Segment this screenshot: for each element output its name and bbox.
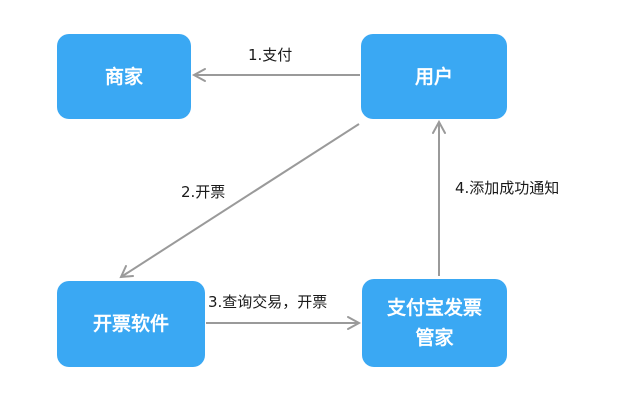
node-alipay-invoice-manager: 支付宝发票 管家	[362, 279, 507, 367]
edge-label-query: 3.查询交易，开票	[208, 293, 328, 311]
node-user-label: 用户	[414, 65, 453, 88]
node-invoicing-software-label: 开票软件	[92, 313, 169, 335]
arrowhead-icon	[119, 265, 134, 279]
node-user: 用户	[361, 34, 507, 119]
node-merchant: 商家	[57, 34, 191, 119]
node-invoicing-software: 开票软件	[57, 281, 205, 367]
arrowhead-icon	[191, 68, 206, 82]
edge-notify	[432, 119, 446, 276]
arrowhead-icon	[432, 119, 446, 134]
edge-pay	[191, 68, 360, 82]
arrowhead-icon	[347, 316, 362, 330]
edge-query	[206, 316, 362, 330]
edge-label-invoice: 2.开票	[181, 183, 226, 201]
node-alipay-label-line2: 管家	[415, 327, 454, 349]
edge-label-notify: 4.添加成功通知	[455, 179, 560, 197]
node-merchant-label: 商家	[104, 65, 143, 88]
edge-invoice	[119, 123, 360, 279]
edge-label-pay: 1.支付	[248, 46, 293, 64]
node-alipay-label-line1: 支付宝发票	[386, 297, 482, 319]
